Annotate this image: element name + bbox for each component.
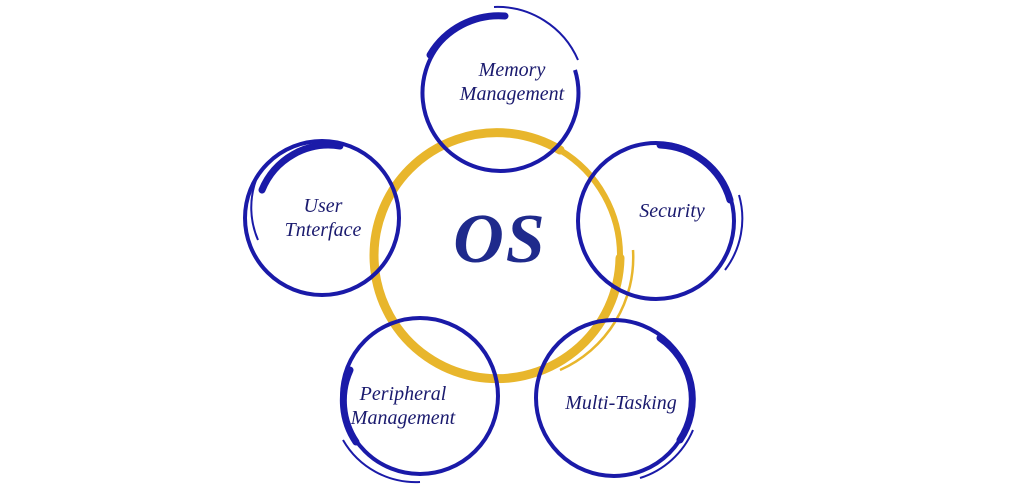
node-label-line: Tnterface bbox=[284, 219, 362, 241]
center-label-os: OS bbox=[453, 201, 547, 278]
node-label-line: User bbox=[303, 195, 343, 217]
node-label-line: Peripheral bbox=[359, 383, 447, 405]
peripheral-management-ring bbox=[339, 316, 500, 484]
node-peripheral-management: Peripheral Management bbox=[351, 382, 455, 430]
node-label-line: Management bbox=[350, 407, 456, 429]
node-label-line: Security bbox=[639, 200, 705, 222]
node-user-interface: User Tnterface bbox=[285, 194, 362, 242]
node-label-line: Memory bbox=[478, 59, 546, 81]
node-memory-management: Memory Management bbox=[460, 58, 564, 106]
user-interface-ring bbox=[243, 139, 401, 297]
security-ring bbox=[576, 141, 744, 301]
multi-tasking-ring bbox=[534, 318, 696, 479]
node-multi-tasking: Multi-Tasking bbox=[565, 391, 677, 415]
memory-management-ring bbox=[420, 5, 581, 173]
node-security: Security bbox=[639, 199, 705, 223]
node-label-line: Multi-Tasking bbox=[565, 392, 677, 414]
node-label-line: Management bbox=[459, 83, 565, 105]
